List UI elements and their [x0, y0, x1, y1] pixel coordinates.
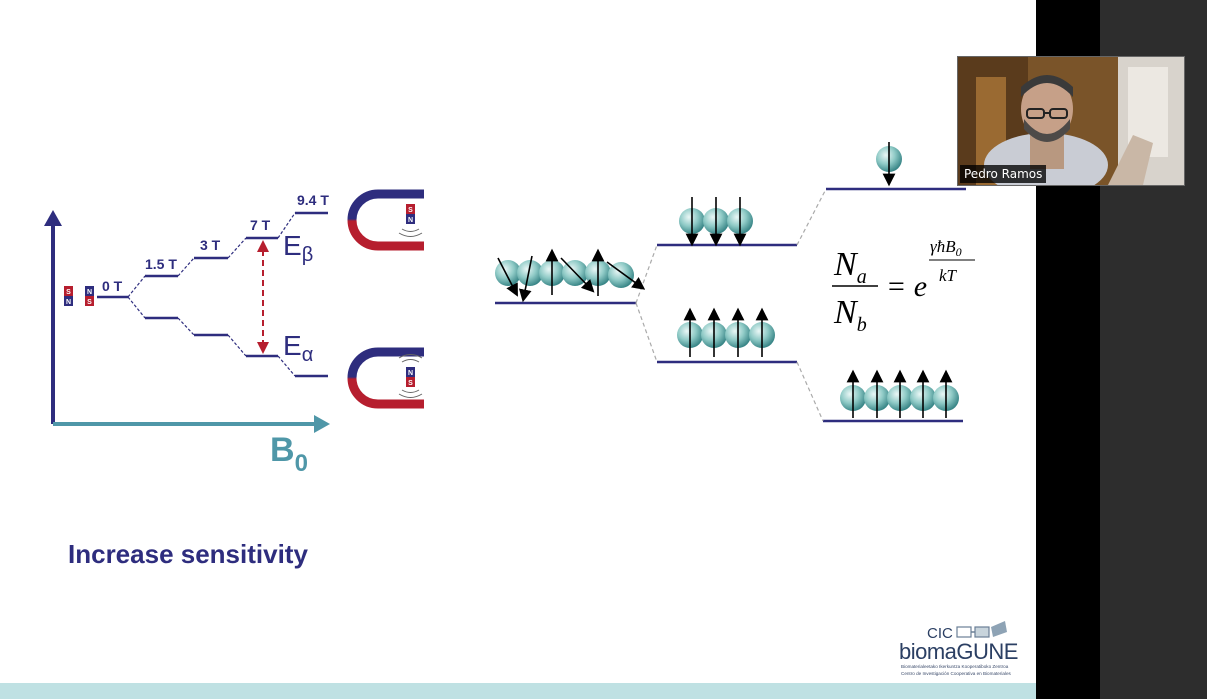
svg-text:γħB0: γħB0: [930, 237, 962, 259]
e-alpha-label: Eα: [283, 330, 313, 366]
small-magnet-left: S N: [64, 286, 73, 306]
field-label-9-4t: 9.4 T: [297, 192, 329, 208]
participant-name-label: Pedro Ramos: [960, 165, 1047, 183]
spin-down-single: [876, 142, 902, 187]
spins-down-group: [679, 197, 753, 247]
logo-tagline-eu: Biomaterialeetako Ikerkuntza Kooperatibo…: [901, 664, 1009, 669]
slide-caption: Increase sensitivity: [68, 539, 308, 569]
svg-text:S: S: [66, 289, 71, 296]
svg-text:= e: = e: [886, 270, 927, 303]
svg-text:N: N: [66, 299, 71, 306]
field-axis: [53, 415, 330, 433]
spins-up-group: [677, 307, 775, 357]
spin-population-diagram: [495, 142, 966, 423]
field-label-0t: 0 T: [102, 278, 123, 294]
svg-text:N: N: [408, 217, 413, 224]
small-magnet-right: N S: [85, 286, 94, 306]
transition-arrow: [257, 240, 269, 354]
field-label-1-5t: 1.5 T: [145, 256, 177, 272]
level-connectors: [127, 212, 296, 377]
slide-footer-band: [0, 683, 1036, 699]
field-label-7t: 7 T: [250, 217, 271, 233]
e-beta-label: Eβ: [283, 230, 313, 266]
svg-text:N: N: [87, 289, 92, 296]
cic-biomagune-logo: CIC biomaGUNE Biomaterialeetako Ikerkunt…: [897, 618, 1018, 678]
participant-video-feed: [958, 57, 1184, 185]
svg-text:kT: kT: [939, 266, 958, 285]
horseshoe-magnet-top: S N: [347, 189, 424, 251]
svg-text:S: S: [408, 207, 413, 214]
logo-cic-text: CIC: [927, 625, 953, 642]
logo-tagline-es: Centro de Investigación Cooperativa en B…: [901, 671, 1011, 676]
energy-level-diagram: B0 S N N S: [44, 142, 975, 477]
spins-up-five: [840, 369, 959, 418]
svg-text:Na: Na: [833, 246, 867, 288]
presentation-slide: B0 S N N S: [0, 0, 1036, 699]
participant-video-tile[interactable]: Pedro Ramos: [957, 56, 1185, 186]
svg-text:S: S: [87, 299, 92, 306]
energy-levels: [97, 211, 328, 378]
svg-text:N: N: [408, 370, 413, 377]
field-label-3t: 3 T: [200, 237, 221, 253]
svg-text:S: S: [408, 380, 413, 387]
boltzmann-formula: Na Nb = e γħB0 kT: [832, 237, 975, 336]
logo-name-text: biomaGUNE: [899, 639, 1018, 664]
logo-mark-icon: [956, 621, 1007, 638]
random-spins: [495, 248, 646, 303]
svg-text:Nb: Nb: [833, 294, 867, 336]
energy-axis: [44, 210, 62, 424]
b0-axis-label: B0: [270, 431, 308, 477]
horseshoe-magnet-bottom: N S: [347, 347, 424, 409]
